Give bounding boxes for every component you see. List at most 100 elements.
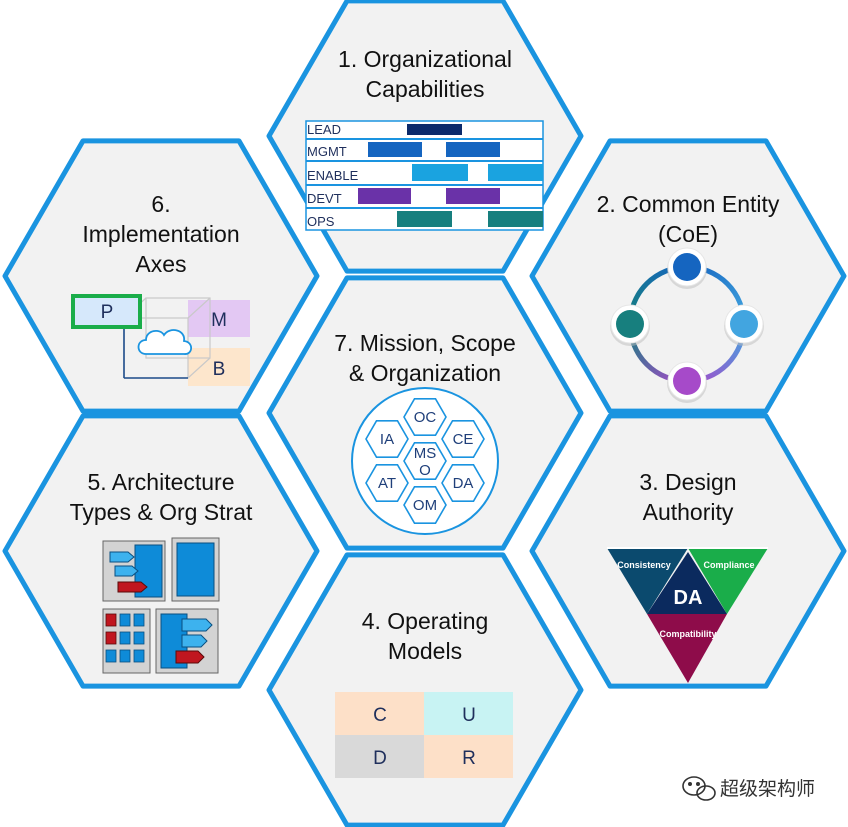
arch-grid-cell bbox=[133, 649, 145, 663]
capability-row-mgmt: MGMT bbox=[306, 138, 543, 159]
cloud-icon bbox=[137, 329, 193, 355]
watermark-text: 超级架构师 bbox=[720, 778, 815, 800]
axis-m-box bbox=[188, 300, 250, 337]
capability-row-enable: ENABLE bbox=[306, 160, 543, 183]
axis-b-box bbox=[188, 348, 250, 386]
hex-bottom-title: 4. Operating Models bbox=[362, 608, 489, 664]
hex-lower-left-title: 5. Architecture Types & Org Strat bbox=[70, 469, 253, 525]
capability-label: ENABLE bbox=[307, 168, 359, 183]
hex-upper-left bbox=[2, 138, 320, 414]
mission-hex-da bbox=[441, 463, 485, 503]
mission-label-ce: CE bbox=[453, 431, 474, 448]
om-label-d: D bbox=[373, 748, 387, 769]
arch-grid-cell bbox=[119, 649, 131, 663]
svg-text:Implementation: Implementation bbox=[82, 221, 239, 247]
compliance-label: Compliance bbox=[703, 560, 754, 570]
capability-row-lead: LEAD bbox=[307, 122, 462, 137]
coe-node-dot bbox=[673, 253, 701, 281]
svg-text:(CoE): (CoE) bbox=[658, 221, 718, 247]
mission-hex-center bbox=[403, 441, 447, 481]
svg-text:Models: Models bbox=[388, 638, 462, 664]
om-label-r: R bbox=[462, 748, 476, 769]
da-label: DA bbox=[674, 587, 703, 609]
capability-bar bbox=[368, 142, 422, 157]
svg-text:Axes: Axes bbox=[135, 251, 186, 277]
da-center-segment bbox=[647, 552, 727, 614]
mission-label-ia: IA bbox=[380, 431, 394, 448]
svg-text:4. Operating: 4. Operating bbox=[362, 608, 489, 634]
arch-grid-cell bbox=[119, 631, 131, 645]
capability-bar bbox=[412, 164, 468, 181]
capability-bar bbox=[407, 124, 462, 135]
capability-bar bbox=[488, 164, 543, 181]
mission-label-oc: OC bbox=[414, 409, 437, 426]
capability-bar bbox=[446, 188, 500, 204]
hex-lower-right-title: 3. Design Authority bbox=[639, 469, 736, 525]
capability-bar bbox=[488, 211, 543, 227]
capability-label: LEAD bbox=[307, 122, 341, 137]
axis-m-label: M bbox=[211, 310, 227, 331]
wechat-icon bbox=[682, 776, 716, 801]
consistency-label: Consistency bbox=[617, 560, 671, 570]
compatibility-segment bbox=[647, 614, 727, 683]
svg-text:6.: 6. bbox=[151, 191, 170, 217]
om-label-c: C bbox=[373, 705, 387, 726]
mission-hex-ce bbox=[441, 419, 485, 459]
mission-hex-om bbox=[403, 485, 447, 525]
mission-hex-at bbox=[365, 463, 409, 503]
svg-text:& Organization: & Organization bbox=[349, 360, 501, 386]
axis-p-label: P bbox=[101, 302, 114, 323]
hex-upper-right-title: 2. Common Entity (CoE) bbox=[597, 191, 780, 247]
capability-bar bbox=[397, 211, 452, 227]
om-cell-d bbox=[335, 735, 424, 778]
om-cell-c bbox=[335, 692, 424, 735]
coe-node-dot bbox=[616, 310, 644, 338]
mission-hex-oc bbox=[403, 397, 447, 437]
axis-p-box bbox=[71, 294, 142, 329]
mission-hex-ia bbox=[365, 419, 409, 459]
mission-center-label: O bbox=[419, 462, 431, 479]
coe-node-dot bbox=[730, 310, 758, 338]
arch-grid-cell bbox=[105, 649, 117, 663]
om-cell-u bbox=[424, 692, 513, 735]
capability-label: OPS bbox=[307, 214, 335, 229]
mission-label-at: AT bbox=[378, 475, 396, 492]
capability-row-devt: DEVT bbox=[306, 184, 543, 206]
svg-text:Capabilities: Capabilities bbox=[366, 76, 485, 102]
capability-bar bbox=[358, 188, 411, 204]
om-label-u: U bbox=[462, 705, 476, 726]
arch-tile-arrows bbox=[102, 540, 166, 602]
architecture-types-icons bbox=[102, 537, 220, 674]
arch-tile-single bbox=[171, 537, 220, 602]
arch-tile-panel-arrows bbox=[155, 608, 219, 674]
hex-upper-left-title: 6. Implementation Axes bbox=[82, 191, 239, 277]
compliance-segment bbox=[688, 548, 768, 614]
capability-label: MGMT bbox=[307, 144, 347, 159]
axis-b-label: B bbox=[213, 359, 226, 380]
svg-text:3. Design: 3. Design bbox=[639, 469, 736, 495]
capability-bar bbox=[446, 142, 500, 157]
arch-grid-cell bbox=[133, 613, 145, 627]
watermark: 超级架构师 bbox=[682, 776, 815, 801]
arch-grid-cell bbox=[133, 631, 145, 645]
operating-models-grid: C U D R bbox=[335, 692, 513, 778]
svg-text:7. Mission, Scope: 7. Mission, Scope bbox=[334, 330, 516, 356]
mission-label-da: DA bbox=[453, 475, 474, 492]
mission-label-om: OM bbox=[413, 497, 437, 514]
arch-grid-cell bbox=[105, 613, 117, 627]
design-authority-triangle: Consistency Compliance Compatibility DA bbox=[607, 547, 768, 683]
svg-text:Types & Org Strat: Types & Org Strat bbox=[70, 499, 253, 525]
consistency-segment bbox=[607, 548, 688, 614]
compatibility-label: Compatibility bbox=[659, 629, 716, 639]
coe-node-dot bbox=[673, 367, 701, 395]
arch-grid-cell bbox=[105, 631, 117, 645]
capability-row-ops: OPS bbox=[306, 207, 543, 229]
hex-bottom bbox=[266, 552, 584, 827]
hex-center-title: 7. Mission, Scope & Organization bbox=[334, 330, 516, 386]
implementation-axes-icon: P M B bbox=[71, 294, 250, 386]
svg-text:1. Organizational: 1. Organizational bbox=[338, 46, 512, 72]
